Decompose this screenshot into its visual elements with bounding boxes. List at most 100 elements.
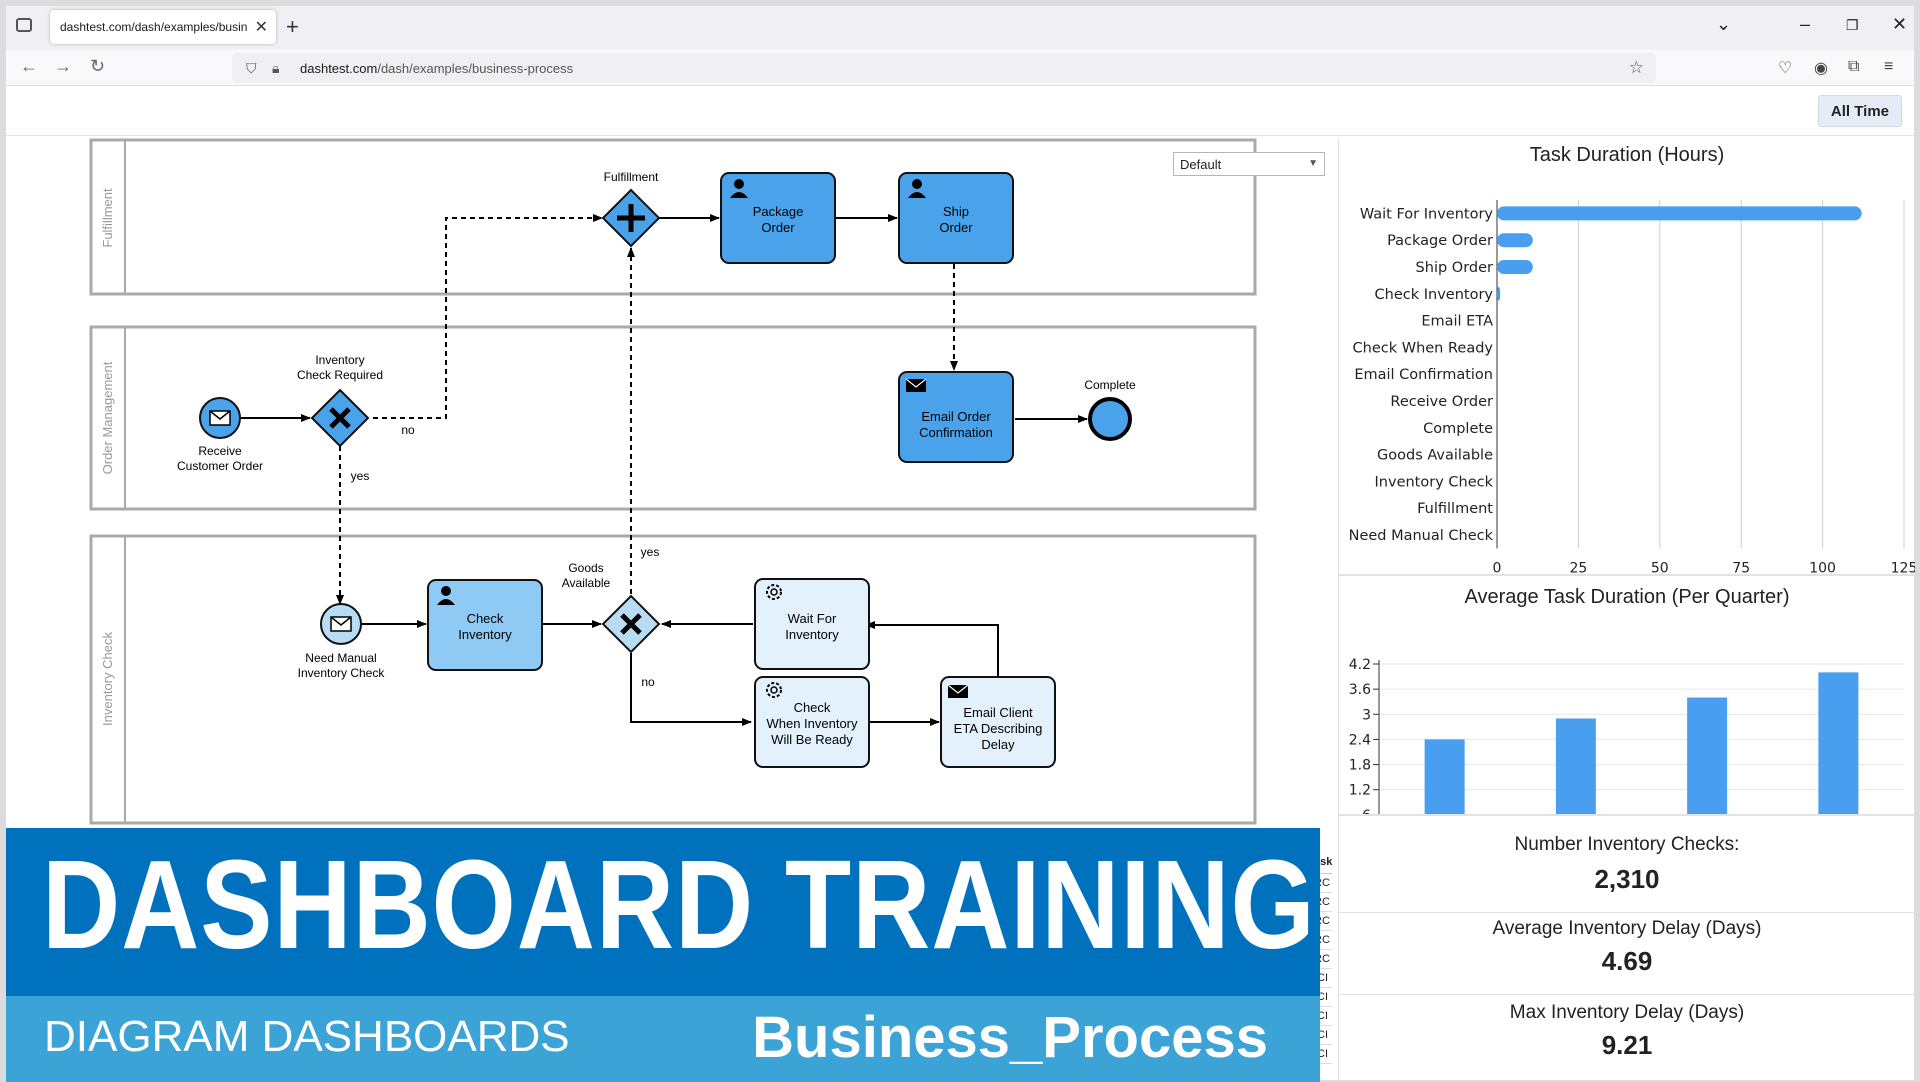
node-label: Inventory [315,353,364,367]
y-tick-label: 2.4 [1349,732,1371,748]
node-label: Wait For [788,611,837,626]
node-label: Inventory [785,627,839,642]
complete-end-event[interactable] [1088,397,1132,441]
check-when-ready-task[interactable] [754,676,870,768]
x-tick-label: 25 [1569,560,1587,574]
lane-inventory-check: Inventory Check [89,534,1257,825]
shield-icon[interactable]: ⛉ [246,60,257,76]
diagram-view-dropdown[interactable]: Default ▼ [1173,152,1325,176]
node-label: When Inventory [766,716,858,731]
node-label: Confirmation [919,425,993,440]
bar [1497,233,1533,248]
bpmn-canvas: Fulfillment Order Management Inventory C… [89,138,1257,825]
restore-icon[interactable]: ❐ [1846,17,1859,33]
url-bar[interactable]: ⛉ 🔒︎ dashtest.com/dash/examples/business… [232,53,1656,83]
close-tab-icon[interactable]: ✕ [254,19,268,36]
x-tick-label: 100 [1809,560,1836,574]
bar-category-label: Need Manual Check [1349,528,1494,544]
node-label: Check Required [297,368,383,382]
lock-icon[interactable]: 🔒︎ [272,60,280,76]
node-label: Ship [943,204,969,219]
ship-order-task[interactable] [898,172,1014,264]
bar-category-label: Email ETA [1421,314,1493,330]
package-order-task[interactable] [720,172,836,264]
time-filter-button[interactable]: All Time [1817,95,1902,127]
lane-label: Fulfillment [100,188,115,248]
wait-for-inventory-task[interactable] [754,578,870,670]
dropdown-value: Default [1180,157,1222,172]
node-label: Order [761,220,795,235]
need-manual-inventory-check-event[interactable] [320,603,362,645]
bar-category-label: Email Confirmation [1354,367,1493,383]
y-tick-label: 3.6 [1349,682,1371,698]
divider [1339,912,1915,913]
edge-label: yes [641,545,660,559]
banner-dashboard-name: Business_Process [752,1005,1268,1070]
reload-icon[interactable]: ↻ [90,56,106,76]
divider [1339,994,1915,995]
node-label: Order [939,220,973,235]
back-icon[interactable]: ← [20,56,38,76]
browser-tab[interactable]: dashtest.com/dash/examples/busin ✕ [50,10,276,44]
node-label: Inventory Check [298,666,386,680]
bar [1497,286,1501,301]
bar-category-label: Wait For Inventory [1360,206,1494,222]
bar-category-label: Check When Ready [1353,340,1494,356]
node-label: Will Be Ready [771,732,853,747]
y-tick-label: 1.2 [1349,783,1371,799]
email-client-eta-task[interactable] [940,676,1056,768]
x-tick-label: 0 [1493,560,1502,574]
y-tick-label: .6 [1358,808,1371,814]
tab-title: dashtest.com/dash/examples/busin [60,20,248,34]
node-label: ETA Describing [954,721,1043,736]
y-tick-label: 4.2 [1349,657,1371,673]
url-host: dashtest.com [300,61,378,76]
url-path: /dash/examples/business-process [377,61,574,76]
bookmark-star-icon[interactable]: ☆ [1628,58,1644,77]
minimize-icon[interactable]: – [1800,14,1811,34]
metric-value: 4.69 [1601,946,1653,976]
list-tabs-icon[interactable] [16,18,32,32]
bar [1687,697,1728,814]
dashboard-header: All Time [6,86,1914,136]
node-label: Customer Order [177,459,263,473]
email-order-confirmation-task[interactable] [898,371,1014,463]
metric-label: Average Inventory Delay (Days) [1492,918,1762,939]
banner-top: DASHBOARD TRAINING [6,828,1320,996]
pocket-icon[interactable]: ♡ [1778,60,1793,77]
edge-label: yes [351,469,370,483]
bar-category-label: Package Order [1387,233,1493,249]
menu-icon[interactable]: ≡ [1884,58,1894,75]
forward-icon[interactable]: → [54,56,72,76]
node-label: Email Order [921,409,991,424]
account-icon[interactable]: ◉ [1814,60,1828,77]
node-label: Check [794,700,831,715]
dashboard-page: All Time Default ▼ Fulfillment Order Ma [6,86,1915,1080]
banner-subtitle: DIAGRAM DASHBOARDS [44,1012,570,1061]
metric-label: Number Inventory Checks: [1514,834,1740,855]
bar-category-label: Receive Order [1390,394,1493,410]
check-inventory-task[interactable] [427,579,543,671]
fulfillment-gateway[interactable] [601,188,661,248]
x-tick-label: 50 [1651,560,1669,574]
x-tick-label: 75 [1732,560,1750,574]
inventory-check-required-gateway[interactable] [310,388,370,448]
edge-label: no [401,423,415,437]
new-tab-icon[interactable]: + [286,14,299,39]
node-label: Need Manual [305,651,376,665]
node-label: Complete [1084,378,1136,392]
divider [1339,814,1915,816]
lane-label: Order Management [100,361,115,474]
extensions-icon[interactable]: ⧉ [1848,58,1860,75]
close-window-icon[interactable]: ✕ [1892,14,1908,34]
node-label: Email Client [963,705,1033,720]
chart-title: Average Task Duration (Per Quarter) [1464,586,1790,608]
bar-category-label: Complete [1423,421,1493,437]
bar-category-label: Goods Available [1377,448,1493,464]
node-label: Goods [568,561,603,575]
receive-customer-order-event[interactable] [199,397,241,439]
chevron-down-icon[interactable]: ⌄ [1716,14,1732,34]
bar [1424,739,1465,814]
goods-available-gateway[interactable] [601,594,661,654]
